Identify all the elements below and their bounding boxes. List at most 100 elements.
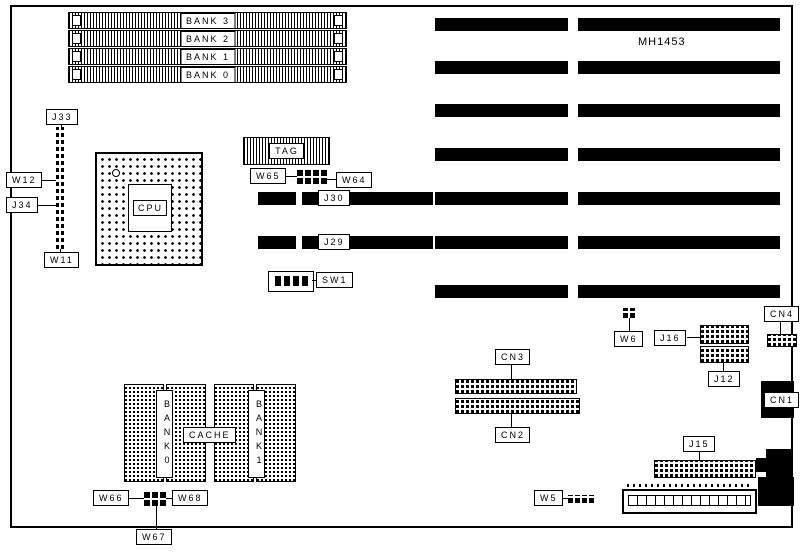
w6-jumper-pins bbox=[623, 308, 636, 318]
isa-slot-long bbox=[578, 285, 780, 298]
cn2-label: CN2 bbox=[495, 427, 531, 443]
bank1-label: BANK 1 bbox=[179, 48, 236, 65]
tag-ram-socket: TAG bbox=[243, 137, 330, 165]
cn4-connector bbox=[767, 334, 797, 347]
sw1-dip-switch bbox=[268, 271, 314, 292]
isa-slot-short bbox=[435, 236, 568, 249]
w65-w64-jumper-block bbox=[297, 170, 327, 184]
j16-header bbox=[700, 325, 749, 344]
j12-header bbox=[700, 346, 749, 363]
keyboard-connector-top bbox=[766, 449, 793, 478]
bank0-label: BANK 0 bbox=[179, 66, 236, 83]
w5-label: W5 bbox=[534, 490, 563, 506]
w66-w68-jumper-block bbox=[144, 492, 166, 506]
simm-end bbox=[72, 69, 81, 80]
w65-label: W65 bbox=[250, 168, 286, 184]
simm-socket-bank0: BANK 0 bbox=[68, 66, 347, 83]
j16-label: J16 bbox=[654, 330, 686, 346]
w68-label: W68 bbox=[172, 490, 208, 506]
w12-label: W12 bbox=[6, 172, 42, 188]
w67-label: W67 bbox=[136, 529, 172, 545]
j16-leader-line bbox=[687, 337, 700, 338]
w65-leader-line bbox=[283, 176, 297, 177]
j30-label: J30 bbox=[318, 190, 350, 206]
isa-slot-long bbox=[578, 192, 780, 205]
cache-bank0-label: BANK0 bbox=[156, 390, 173, 478]
simm-end bbox=[334, 69, 343, 80]
sw1-switch-pins bbox=[274, 276, 308, 286]
isa-slot-long bbox=[578, 61, 780, 74]
isa-slot-long bbox=[578, 18, 780, 31]
w6-label: W6 bbox=[614, 331, 643, 347]
w5-jumper-pins bbox=[568, 495, 594, 503]
sw1-label: SW1 bbox=[316, 272, 353, 288]
bottom-edge-connector bbox=[622, 489, 757, 514]
w66-label: W66 bbox=[93, 490, 129, 506]
bottom-edge-connector-pins bbox=[628, 495, 751, 506]
isa-slot-short bbox=[435, 192, 568, 205]
j12-leader-line bbox=[723, 361, 724, 371]
w64-leader-line bbox=[327, 179, 336, 180]
isa-slot-short bbox=[435, 18, 568, 31]
isa-slot-short bbox=[435, 61, 568, 74]
simm-end bbox=[72, 33, 81, 44]
simm-end bbox=[72, 51, 81, 62]
cache-label: CACHE bbox=[183, 427, 236, 443]
j15-leader-line bbox=[699, 452, 700, 460]
j29-label: J29 bbox=[318, 234, 350, 250]
cn3-leader-line bbox=[511, 365, 512, 379]
pin1-marker-icon bbox=[112, 169, 120, 177]
isa-slot-long bbox=[578, 104, 780, 117]
cn1-label: CN1 bbox=[764, 392, 800, 408]
w67-leader-line bbox=[156, 506, 157, 529]
w12-leader-line bbox=[36, 180, 56, 181]
w64-label: W64 bbox=[336, 172, 372, 188]
w66-leader-line bbox=[126, 498, 144, 499]
keyboard-connector-bottom bbox=[758, 477, 794, 506]
j34-leader-line bbox=[36, 205, 56, 206]
j15-connector bbox=[654, 460, 756, 478]
cn2-leader-line bbox=[511, 412, 512, 427]
left-jumper-strip bbox=[56, 127, 65, 249]
isa-slot-short bbox=[435, 104, 568, 117]
j15-label: J15 bbox=[683, 436, 715, 452]
w6-leader-line bbox=[629, 318, 630, 331]
cpu-label: CPU bbox=[132, 200, 167, 216]
tag-label: TAG bbox=[269, 143, 304, 159]
isa-slot-long bbox=[578, 236, 780, 249]
j33-leader-line bbox=[61, 124, 62, 128]
slot-key bbox=[296, 192, 302, 205]
w11-leader-line bbox=[60, 249, 61, 253]
cpu-socket: CPU bbox=[95, 152, 203, 266]
j34-label: J34 bbox=[6, 197, 38, 213]
isa-slot-short bbox=[435, 285, 568, 298]
simm-end bbox=[72, 15, 81, 26]
w11-label: W11 bbox=[44, 252, 79, 268]
simm-end bbox=[334, 33, 343, 44]
simm-end bbox=[334, 15, 343, 26]
simm-socket-bank2: BANK 2 bbox=[68, 30, 347, 47]
cn4-leader-line bbox=[780, 322, 781, 334]
j33-label: J33 bbox=[46, 109, 78, 125]
isa-slot-short bbox=[435, 148, 568, 161]
keyboard-connector-tab bbox=[756, 458, 767, 472]
slot-key bbox=[296, 236, 302, 249]
cn4-label: CN4 bbox=[764, 306, 800, 322]
simm-socket-bank3: BANK 3 bbox=[68, 12, 347, 29]
edge-pin-dots bbox=[627, 484, 749, 487]
isa-slot-long bbox=[578, 148, 780, 161]
cn3-connector bbox=[455, 379, 577, 394]
sw1-leader-line bbox=[312, 280, 317, 281]
simm-socket-bank1: BANK 1 bbox=[68, 48, 347, 65]
simm-end bbox=[334, 51, 343, 62]
cn2-connector bbox=[455, 398, 580, 414]
cpu-center: CPU bbox=[128, 184, 172, 232]
cn3-label: CN3 bbox=[495, 349, 531, 365]
w5-leader-line bbox=[562, 498, 568, 499]
cache-bank1-label: BANK1 bbox=[248, 390, 265, 478]
board-model-text: MH1453 bbox=[638, 36, 686, 48]
w68-leader-line bbox=[166, 498, 172, 499]
bank2-label: BANK 2 bbox=[179, 30, 236, 47]
bank3-label: BANK 3 bbox=[179, 12, 236, 29]
